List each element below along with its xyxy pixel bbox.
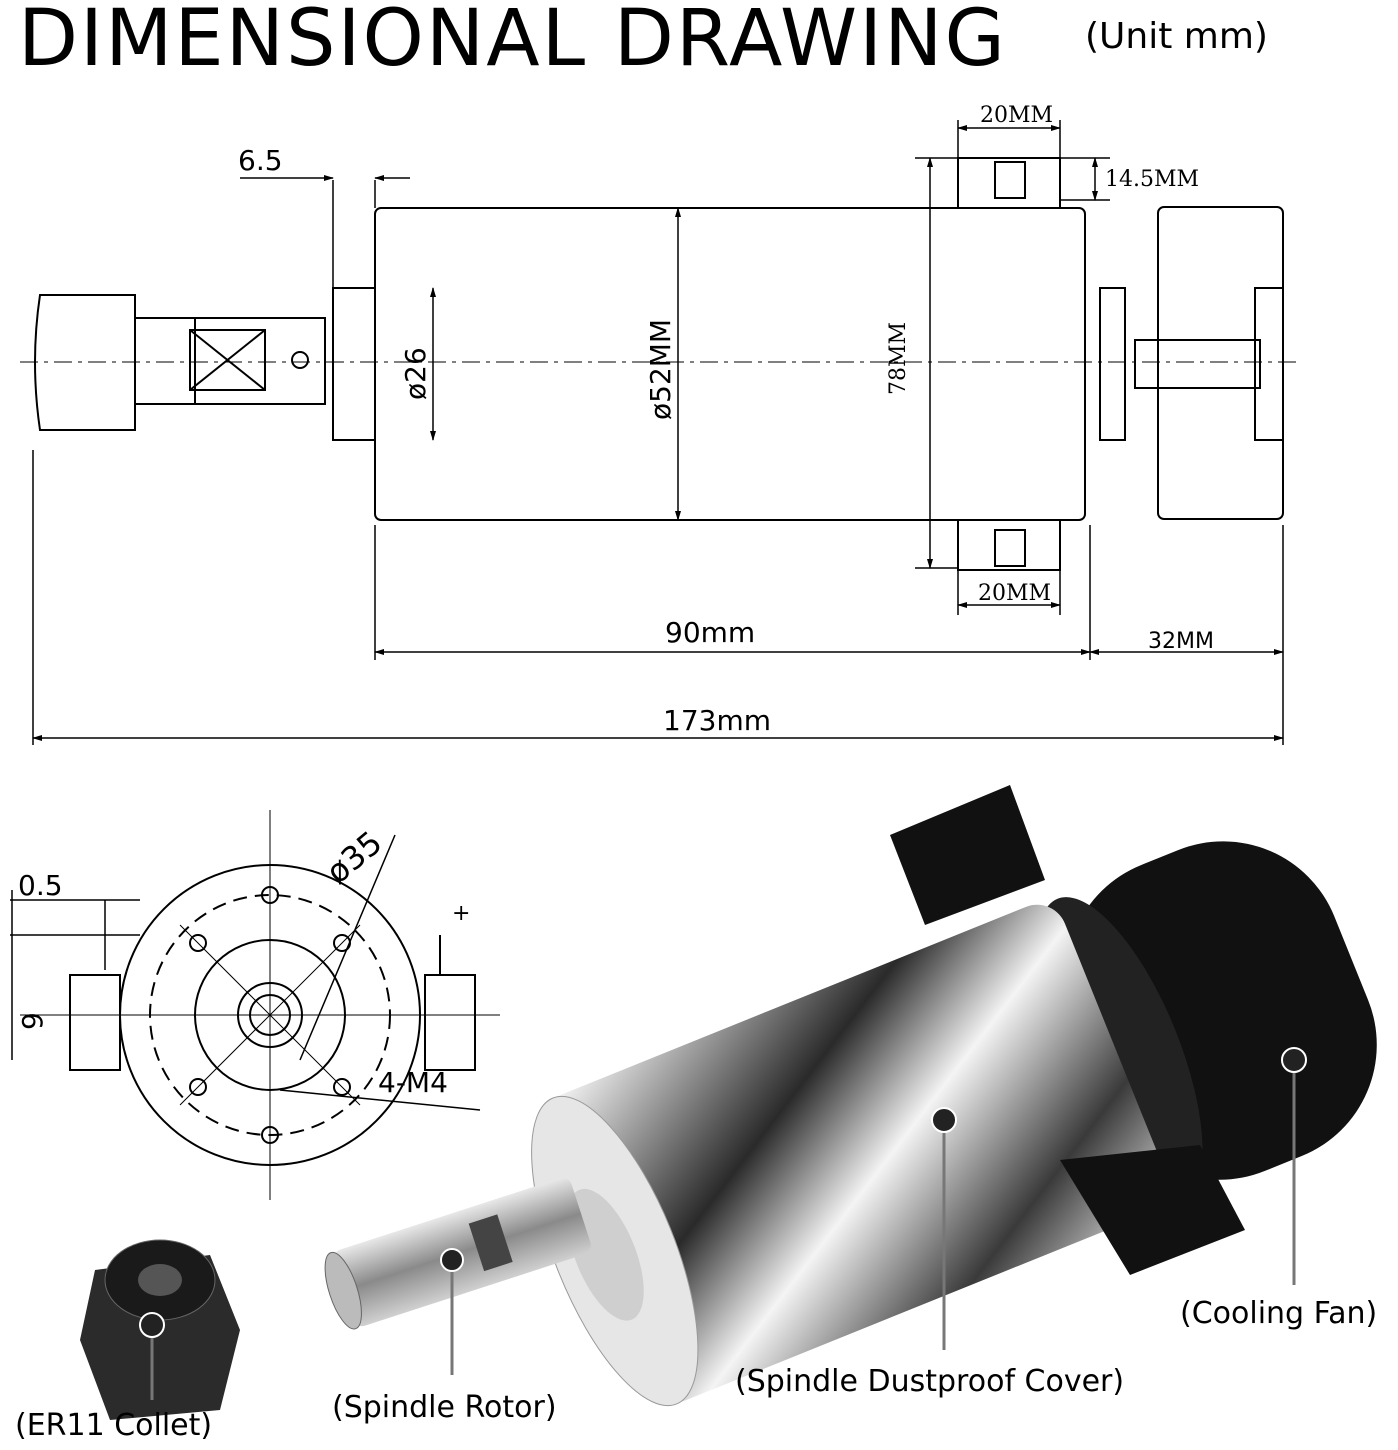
dim-shaft-offset: 6.5	[238, 144, 283, 177]
dim-tab: 9	[16, 1012, 49, 1030]
dim-fan-length: 32MM	[1148, 629, 1214, 654]
callout-cooling-fan: (Cooling Fan)	[1180, 1296, 1378, 1331]
callout-dustproof-cover: (Spindle Dustproof Cover)	[735, 1364, 1125, 1399]
dim-body-length: 90mm	[665, 616, 755, 649]
dim-total-length: 173mm	[663, 704, 771, 737]
collet-callout-dot	[139, 1312, 165, 1338]
dim-offset: 0.5	[18, 869, 63, 902]
fan-body	[1157, 206, 1284, 520]
bolt-hole	[333, 1078, 351, 1096]
unit-note: (Unit mm)	[1085, 16, 1268, 57]
bolt-hole	[189, 1078, 207, 1096]
front-view-drawing: 0.5 ø35 9 4-M4 +	[10, 810, 500, 1200]
spindle-body	[531, 904, 1169, 1407]
dim-body-diameter: ø52MM	[644, 319, 677, 420]
callout-spindle-rotor: (Spindle Rotor)	[332, 1390, 557, 1425]
mount-top	[957, 157, 1061, 209]
dim-mount-width-bottom: 20MM	[978, 581, 1051, 606]
bolt-hole	[261, 1126, 279, 1144]
er11-collet-image	[80, 1239, 240, 1420]
rotor-callout-dot	[440, 1248, 464, 1272]
right-tab	[424, 974, 476, 1071]
side-view-drawing: 6.5 20MM 14.5MM 20MM ø26 ø52MM 78MM 90mm…	[20, 103, 1300, 745]
top-mount-block	[890, 785, 1045, 925]
mount-bottom	[957, 519, 1061, 571]
dim-mount-width-top: 20MM	[980, 103, 1053, 128]
spindle-illustration	[80, 785, 1377, 1420]
fan-callout-dot	[1281, 1047, 1307, 1073]
dim-mount-height: 14.5MM	[1105, 167, 1199, 192]
bottom-mount-block	[1060, 1145, 1245, 1275]
dim-thread: 4-M4	[378, 1066, 448, 1099]
shaft-flat	[194, 317, 326, 405]
page-title: DIMENSIONAL DRAWING	[18, 0, 1007, 84]
shaft-section	[134, 317, 196, 405]
plus-mark: +	[452, 901, 470, 926]
main-body	[374, 207, 1086, 521]
collet-nut-outline	[34, 294, 136, 431]
bolt-hole	[261, 886, 279, 904]
dim-mount-span: 78MM	[886, 322, 911, 395]
spindle-shaft	[324, 1177, 591, 1330]
cover-callout-dot	[931, 1107, 957, 1133]
bolt-hole	[189, 934, 207, 952]
left-tab	[69, 974, 121, 1071]
callout-er11-collet: (ER11 Collet)	[15, 1408, 213, 1443]
dim-front-boss: ø26	[399, 347, 432, 400]
front-boss	[332, 287, 376, 441]
rear-boss	[1099, 287, 1126, 441]
